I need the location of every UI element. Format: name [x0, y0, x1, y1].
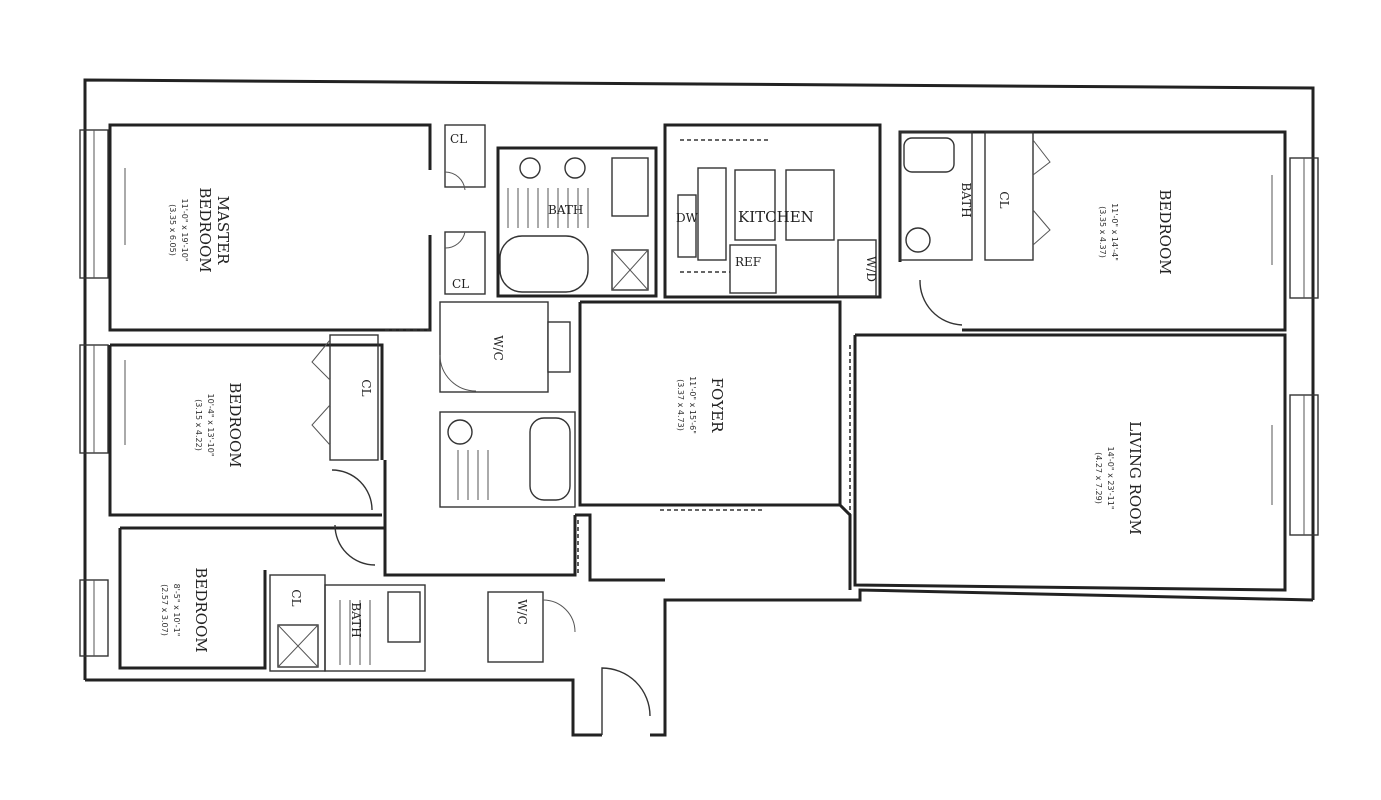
- closet-right-label: CL: [997, 191, 1011, 208]
- foyer-metric: (3.37 x 4.73): [676, 379, 685, 431]
- closet-bottom-label: CL: [289, 589, 303, 606]
- living-room: [849, 333, 1287, 592]
- master-closets: [444, 124, 486, 295]
- door-swing: [334, 524, 376, 566]
- foyer-dim: 11'-0" x 15'-6": [688, 376, 697, 434]
- sink-icon: [519, 157, 541, 179]
- bedroom-bottom-dim: 8'-5" x 10'-1": [172, 584, 181, 637]
- bedroom-right-metric: (3.35 x 4.37): [1098, 206, 1107, 258]
- wc-mid: [439, 301, 571, 393]
- master-bedroom-dim: 11'-0" x 19'-10": [180, 199, 189, 262]
- windows: [79, 129, 1319, 657]
- fixture-labels: KITCHEN BATH CL CL DW REF W/D BATH CL CL…: [289, 132, 1011, 638]
- bath-bottom-outline: [324, 584, 426, 672]
- bath-top: [496, 146, 658, 298]
- bedroom-mid-dim: 10'-4" x 13'-10": [206, 394, 215, 457]
- refrigerator-icon: [729, 244, 777, 294]
- bath-right-outline: [899, 131, 973, 261]
- closet-right: [984, 131, 1034, 261]
- corridor-walls: [383, 460, 852, 590]
- closet-lower-label: CL: [452, 277, 469, 291]
- bathtub-icon: [499, 235, 589, 293]
- bedroom-right-name: BEDROOM: [1156, 189, 1174, 274]
- dishwasher-icon: [677, 194, 697, 258]
- bath-top-label: BATH: [548, 203, 583, 217]
- master-bedroom-name-2: BEDROOM: [196, 187, 214, 272]
- dishwasher-label: DW: [676, 211, 699, 225]
- washer-dryer-label: W/D: [864, 256, 878, 282]
- bedroom-bottom-metric: (2.57 x 3.07): [160, 584, 169, 636]
- living-room-metric: (4.27 x 7.29): [1094, 452, 1103, 504]
- living-room-name: LIVING ROOM: [1126, 421, 1144, 535]
- toilet-icon: [611, 157, 649, 217]
- bath-mid: [439, 411, 576, 508]
- toilet-icon: [387, 591, 421, 643]
- master-bedroom: [108, 123, 432, 332]
- entry-door-swing: [601, 667, 651, 735]
- master-bedroom-name-1: MASTER: [214, 196, 232, 265]
- sink-icon: [564, 157, 586, 179]
- closet-mid-label: CL: [359, 379, 373, 396]
- bathtub-icon: [903, 137, 955, 173]
- wc-bottom-label: W/C: [515, 599, 529, 625]
- toilet-icon: [905, 227, 931, 253]
- bedroom-mid-left: [108, 334, 384, 517]
- sink-icon: [447, 419, 473, 445]
- wc-bottom: [487, 591, 576, 663]
- bath-right-label: BATH: [959, 182, 973, 217]
- bedroom-bottom-name: BEDROOM: [192, 567, 210, 652]
- washer-dryer-icon: [837, 239, 877, 297]
- foyer-name: FOYER: [708, 378, 726, 434]
- bedroom-right: [898, 130, 1287, 332]
- kitchen: [663, 123, 882, 299]
- closet-mid: [329, 334, 379, 461]
- room-labels: MASTER BEDROOM 11'-0" x 19'-10" (3.35 x …: [160, 187, 1174, 652]
- kitchen-label: KITCHEN: [738, 208, 814, 226]
- living-room-dim: 14'-0" x 23'-11": [1106, 447, 1115, 510]
- refrigerator-label: REF: [735, 255, 761, 269]
- exterior-walls: [83, 78, 1315, 737]
- wc-mid-label: W/C: [491, 335, 505, 361]
- master-bedroom-metric: (3.35 x 6.05): [168, 204, 177, 256]
- bathtub-icon: [529, 417, 571, 501]
- bedroom-right-dim: 11'-0" x 14'-4": [1110, 203, 1119, 261]
- bedroom-mid-metric: (3.15 x 4.22): [194, 399, 203, 451]
- closet-top-label: CL: [450, 132, 467, 146]
- bath-bottom-label: BATH: [349, 602, 363, 637]
- door-swing: [331, 469, 373, 511]
- bedroom-mid-name: BEDROOM: [226, 382, 244, 467]
